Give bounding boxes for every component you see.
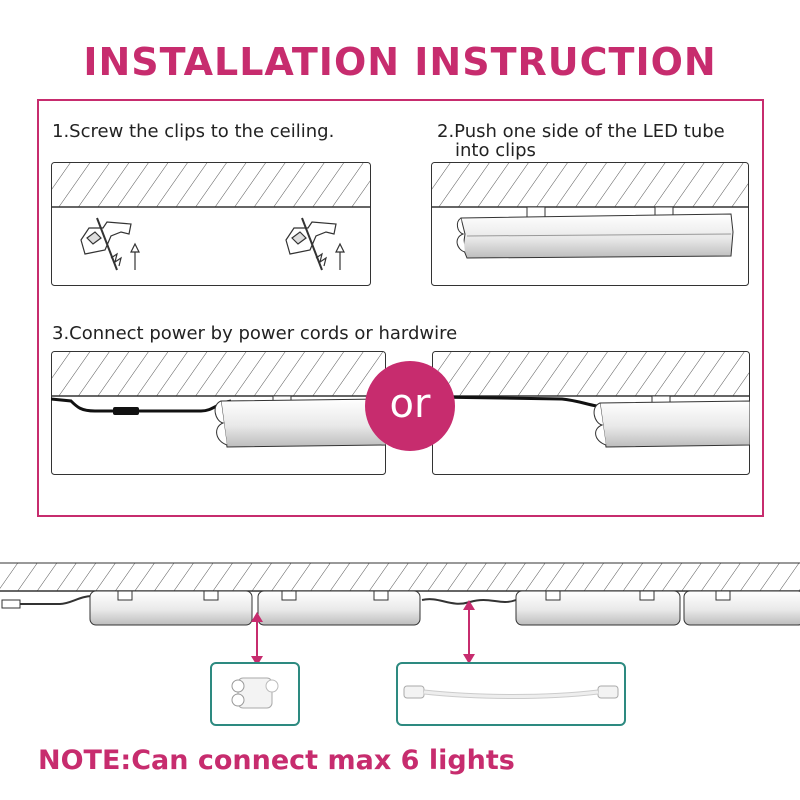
or-badge: or — [365, 361, 455, 451]
led-tube-icon — [214, 398, 386, 448]
linking-cable-box — [396, 662, 626, 726]
step-3-hardwire-illustration — [432, 351, 750, 475]
step-2-illustration — [431, 162, 749, 286]
step-3-label: 3.Connect power by power cords or hardwi… — [52, 323, 458, 344]
end-connector-icon — [231, 677, 279, 709]
power-plug-icon — [1, 595, 93, 609]
note-text: NOTE:Can connect max 6 lights — [38, 745, 515, 776]
led-tube-icon — [515, 590, 681, 626]
led-tube-icon — [593, 400, 750, 448]
page-title: INSTALLATION INSTRUCTION — [83, 40, 717, 84]
step-2-label-line1: 2.Push one side of the LED tube — [437, 121, 725, 142]
led-tube-icon — [257, 590, 421, 626]
end-connector-box — [210, 662, 300, 726]
clip-icon — [285, 217, 345, 271]
led-tube-icon — [456, 213, 734, 259]
step-1-illustration — [51, 162, 371, 286]
step-2-label-line2: into clips — [455, 140, 536, 161]
linking-cable-icon — [403, 685, 619, 699]
linked-lights-illustration — [0, 562, 800, 626]
clip-icon — [80, 217, 140, 271]
arrow-icon — [251, 612, 263, 666]
step-3-power-cord-illustration — [51, 351, 386, 475]
arrow-icon — [463, 600, 475, 664]
led-tube-icon — [683, 590, 800, 626]
led-tube-icon — [89, 590, 253, 626]
instruction-frame — [37, 99, 764, 517]
step-1-label: 1.Screw the clips to the ceiling. — [52, 121, 335, 142]
